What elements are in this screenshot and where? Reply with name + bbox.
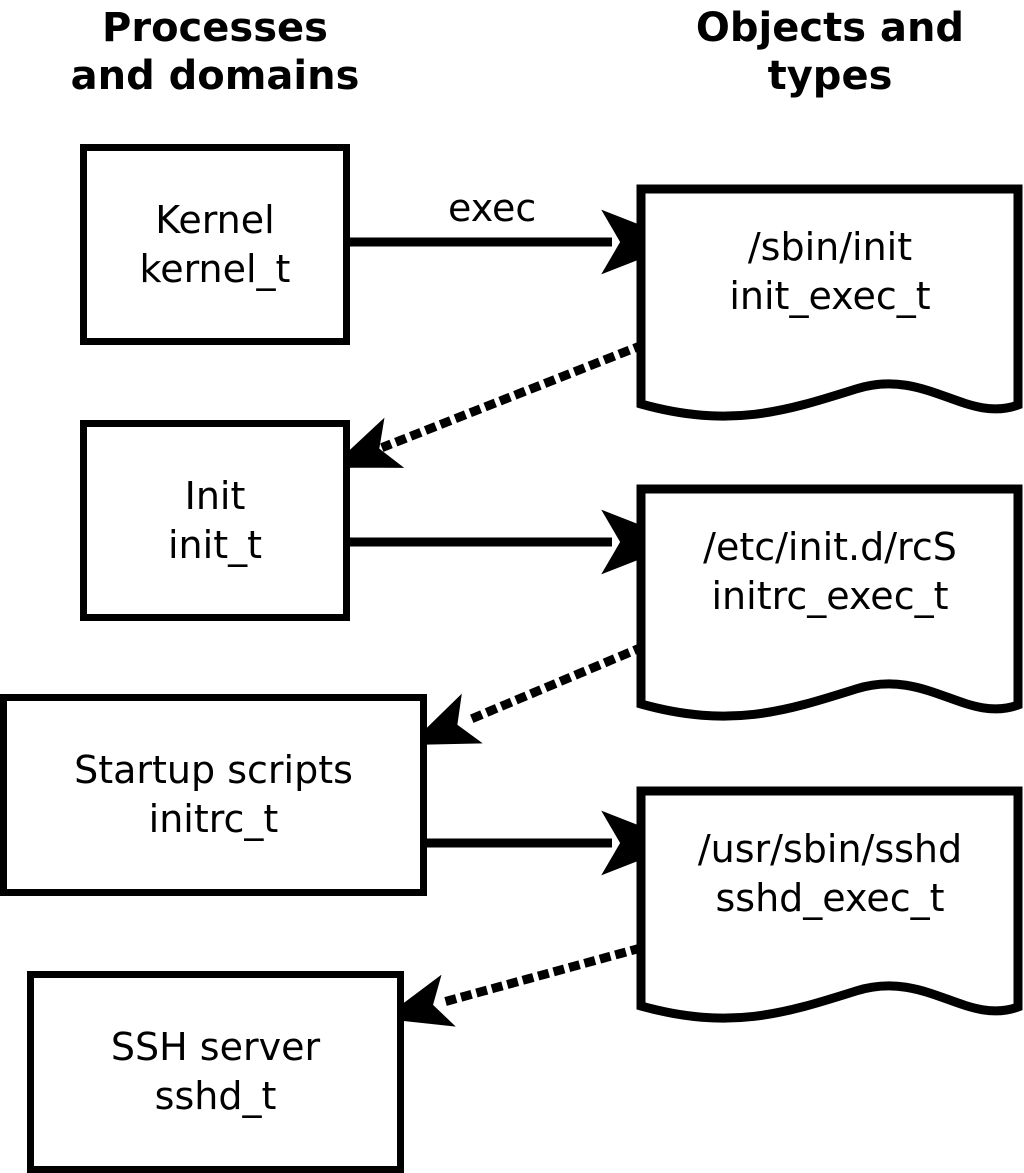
object-doc-init-exec[interactable]: /sbin/init init_exec_t bbox=[636, 184, 1024, 434]
edge-init-exec-to-init bbox=[330, 340, 646, 468]
edge-initrc-exec-to-initrc bbox=[409, 642, 646, 746]
document-shape-icon bbox=[636, 786, 1023, 1023]
process-box-kernel[interactable]: Kernel kernel_t bbox=[80, 144, 350, 345]
process-box-kernel-line2: kernel_t bbox=[139, 246, 291, 291]
process-box-init[interactable]: Init init_t bbox=[80, 420, 350, 621]
edge-sshd-exec-to-sshd bbox=[382, 943, 643, 1027]
object-doc-sshd-exec[interactable]: /usr/sbin/sshd sshd_exec_t bbox=[636, 786, 1024, 1036]
process-box-initrc-line2: initrc_t bbox=[148, 797, 279, 841]
process-box-initrc-line1: Startup scripts bbox=[74, 748, 353, 792]
column-header-objects: Objects and types bbox=[695, 5, 965, 99]
process-box-sshd-line2: sshd_t bbox=[154, 1074, 277, 1118]
object-doc-initrc-exec[interactable]: /etc/init.d/rcS initrc_exec_t bbox=[636, 484, 1024, 734]
process-box-init-line1: Init bbox=[184, 473, 246, 518]
process-box-kernel-line1: Kernel bbox=[155, 197, 275, 242]
process-box-sshd-line1: SSH server bbox=[110, 1025, 321, 1069]
document-shape-icon bbox=[636, 484, 1023, 721]
column-header-processes: Processes and domains bbox=[70, 5, 360, 99]
document-shape-icon bbox=[636, 184, 1023, 421]
process-box-initrc[interactable]: Startup scripts initrc_t bbox=[0, 694, 427, 896]
edge-label-exec: exec bbox=[448, 186, 537, 230]
process-box-init-line2: init_t bbox=[168, 522, 262, 567]
process-box-sshd[interactable]: SSH server sshd_t bbox=[27, 971, 404, 1173]
